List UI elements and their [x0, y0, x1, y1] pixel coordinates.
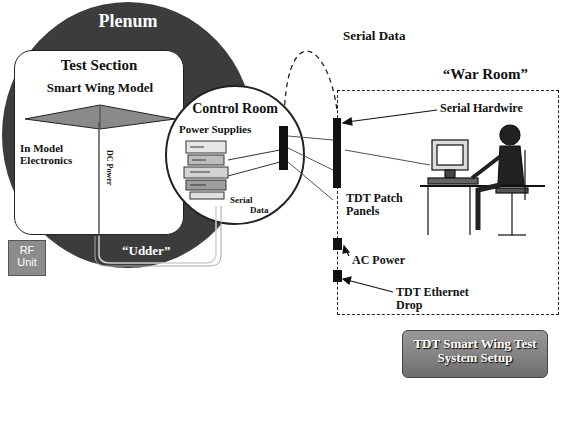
- patch-panel-label: TDT Patch Panels: [346, 192, 408, 218]
- node-heading: TDT Smart Wing Test System Setup: [407, 337, 543, 366]
- udder-label: “Udder”: [122, 244, 170, 258]
- node-text: Power Supplies: [179, 123, 251, 135]
- serial-label: Serial: [230, 196, 253, 206]
- node-heading: RF Unit: [9, 244, 45, 268]
- electronics-label: In Model Electronics: [20, 142, 90, 166]
- data-label: Data: [250, 206, 269, 216]
- leader-arrows: [343, 110, 437, 292]
- title-box: TDT Smart Wing Test System Setup: [402, 330, 548, 378]
- node-heading: Control Room: [167, 101, 303, 116]
- edge-label: Serial Data: [341, 29, 407, 43]
- ethernet-label: TDT Ethernet Drop: [396, 286, 476, 312]
- dc-power-label: DC Power: [104, 150, 113, 185]
- serial-data-link: [285, 51, 337, 110]
- node-heading: “War Room”: [443, 66, 528, 83]
- wing-model: Smart Wing Model: [23, 79, 177, 135]
- operator-workstation: [345, 125, 545, 235]
- hardwire-label: Serial Hardwire: [440, 102, 523, 115]
- ac-power-label: AC Power: [352, 254, 405, 267]
- rf-unit-box: RF Unit: [8, 240, 46, 276]
- node-heading: Test Section: [15, 57, 183, 74]
- node-heading: Plenum: [2, 12, 254, 32]
- node-heading: Smart Wing Model: [23, 81, 177, 95]
